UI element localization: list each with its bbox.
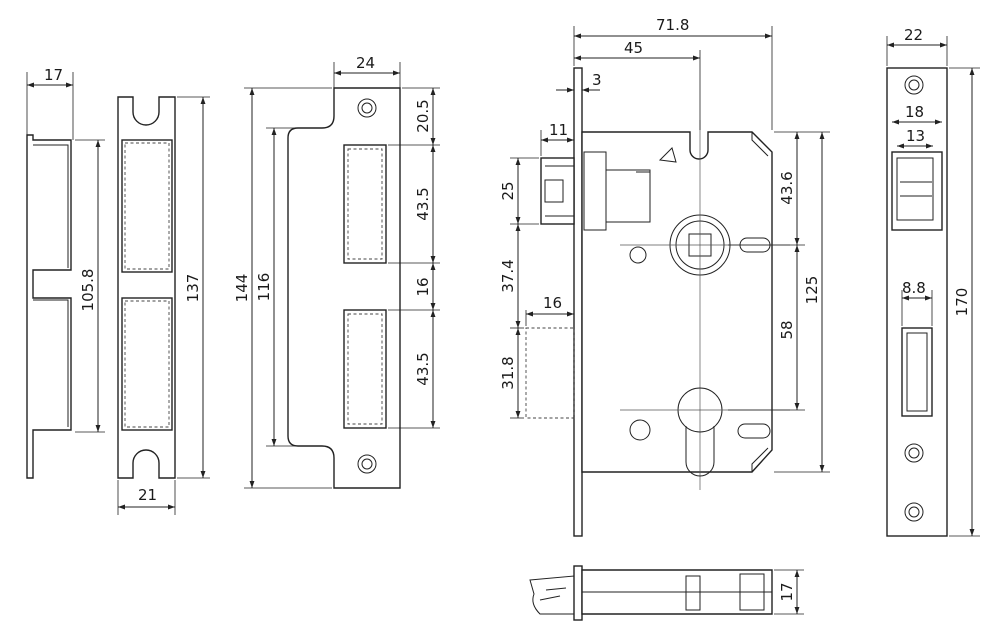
faceplate-front-view: 22 18 13 8.8 170 [886,26,980,537]
dim-faceplate-width: 22 [904,26,923,44]
dim-centre-distance: 58 [778,320,796,339]
dim-spindle-to-top: 43.6 [778,171,796,204]
strike-plate-side-profile: 17 105.8 [26,66,105,479]
dim-latch-projection: 11 [549,121,568,139]
dim-body-height: 125 [803,276,821,305]
dim-strike-plate-total: 137 [184,274,202,303]
lock-body-main-view: 71.8 45 3 11 25 37.4 31.8 16 43.6 58 125 [499,16,830,537]
dim-latch-window-inner: 13 [906,127,925,145]
dim-faceplate-thickness: 3 [592,71,602,89]
lock-body-bottom-view: 17 [529,565,804,621]
dim-body-width: 71.8 [656,16,689,34]
dim-strike-plate-height: 105.8 [79,269,97,312]
dim-bolt-window: 8.8 [902,279,926,297]
dim-keeper-gap: 16 [414,277,432,296]
dim-faceplate-height: 170 [953,288,971,317]
dim-latch-to-bolt: 37.4 [499,259,517,292]
dim-backset: 45 [624,39,643,57]
dim-strike-plate-width: 21 [138,486,157,504]
dim-keeper-width: 24 [356,54,375,72]
dim-keeper-slot-1: 43.5 [414,187,432,220]
dim-body-depth: 17 [778,582,796,601]
dim-keeper-total: 144 [233,274,251,303]
dim-latch-height: 25 [499,181,517,200]
dim-edge-profile-width: 17 [44,66,63,84]
dim-bolt-height: 31.8 [499,356,517,389]
strike-plate-front-view: 137 21 [117,96,210,515]
dim-latch-window-outer: 18 [905,103,924,121]
dim-bolt-projection: 16 [543,294,562,312]
dim-keeper-slot-2: 43.5 [414,352,432,385]
keeper-plate-view: 24 20.5 43.5 16 43.5 144 116 [233,54,440,489]
dim-keeper-top: 20.5 [414,99,432,132]
dim-keeper-inner: 116 [255,273,273,302]
